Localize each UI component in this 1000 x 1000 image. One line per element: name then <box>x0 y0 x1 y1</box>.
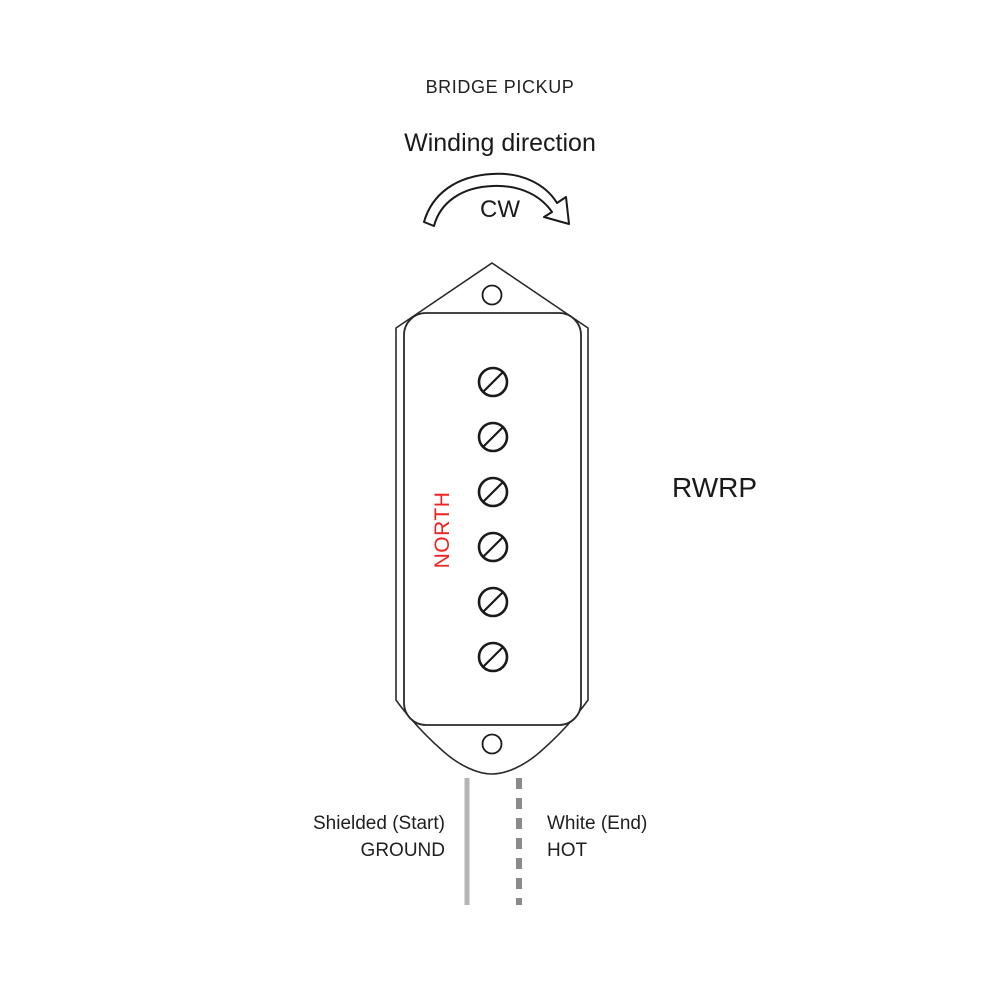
pole-piece-screw <box>477 586 509 618</box>
winding-direction-arrow-icon <box>423 172 570 227</box>
pickup-cover <box>403 312 582 726</box>
pole-piece-screw <box>477 641 509 673</box>
pole-piece-screw <box>477 421 509 453</box>
mounting-hole-top <box>481 284 503 306</box>
winding-direction-label: Winding direction <box>404 129 596 157</box>
lead-label-start: Shielded (Start) <box>312 813 445 834</box>
mounting-hole-bottom <box>481 733 503 755</box>
lead-function-hot: HOT <box>547 840 588 861</box>
pole-piece-screw <box>477 366 509 398</box>
page-title: BRIDGE PICKUP <box>425 77 575 97</box>
phase-label-rwrp: RWRP <box>672 472 758 503</box>
pole-piece-screw <box>477 531 509 563</box>
pole-piece-screw <box>477 476 509 508</box>
lead-label-end: White (End) <box>547 813 648 834</box>
lead-function-ground: GROUND <box>360 840 445 861</box>
winding-direction-value: CW <box>480 196 520 223</box>
polarity-label-north: NORTH <box>431 491 454 569</box>
